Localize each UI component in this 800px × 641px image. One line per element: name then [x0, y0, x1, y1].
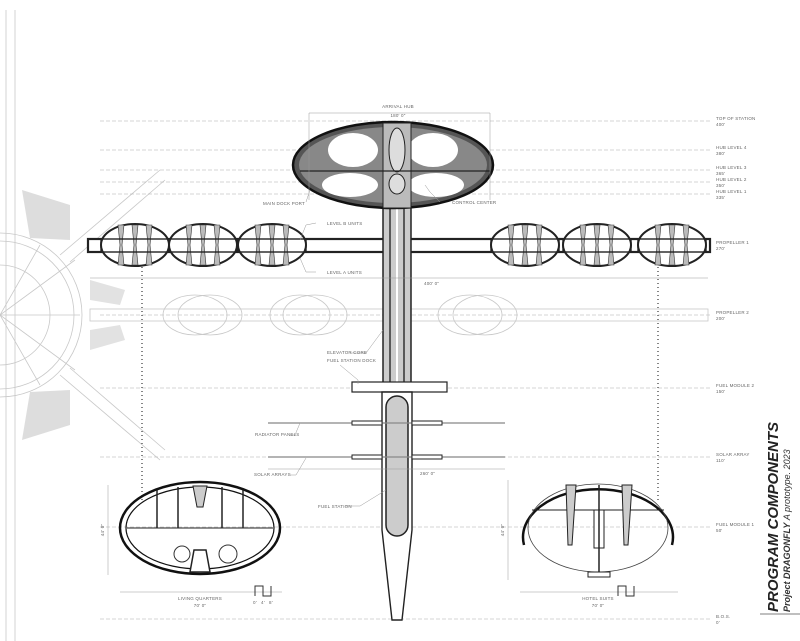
habitat-pod	[490, 223, 560, 267]
dim-living-height: 44' 0"	[100, 524, 105, 537]
drawing-title: PROGRAM COMPONENTS	[765, 421, 782, 612]
label-arrival-hub: ARRIVAL HUB	[382, 104, 414, 109]
habitat-pod	[637, 223, 707, 267]
leader-lines	[290, 184, 441, 507]
dim-arrival-hub: 180' 0"	[390, 113, 405, 118]
label-main-dock-port: MAIN DOCK PORT	[263, 201, 305, 206]
habitat-pod	[168, 223, 238, 267]
level-elevation: 50'	[716, 528, 722, 533]
fuel-station	[381, 391, 413, 621]
habitat-pod	[100, 223, 170, 267]
level-elevation: 335'	[716, 195, 725, 200]
level-elevation: 400'	[716, 122, 725, 127]
level-elevation: 365'	[716, 171, 725, 176]
dimension-lines	[90, 112, 708, 279]
dim-hotel-suits: 70' 0"	[592, 603, 605, 608]
propeller-1	[86, 223, 712, 267]
label-radiator-panels: RADIATOR PANELS	[255, 432, 300, 437]
level-elevation: 200'	[716, 316, 725, 321]
label-hotel-suits: HOTEL SUITS	[582, 596, 614, 601]
annotation-labels: ARRIVAL HUB 180' 0" MAIN DOCK PORT CONTR…	[100, 104, 614, 608]
dim-propeller: 400' 0"	[424, 281, 439, 286]
label-elevator-core: ELEVATOR CORE	[327, 350, 367, 355]
level-name: PROPELLER 1	[716, 240, 749, 245]
drawing-subtitle: Project DRAGONFLY A prototype. 2023	[782, 449, 793, 612]
label-level-a-units: LEVEL A UNITS	[327, 270, 362, 275]
label-fuel-station: FUEL STATION	[318, 504, 352, 509]
level-elevation: 270'	[716, 246, 725, 251]
scale-4: 4'	[261, 600, 265, 605]
ghost-wheel-background	[0, 10, 166, 641]
label-control-center: CONTROL CENTER	[452, 200, 497, 205]
level-name: PROPELLER 2	[716, 310, 749, 315]
level-name: FUEL MODULE 1	[716, 522, 754, 527]
arrival-hub	[291, 120, 495, 210]
dim-hotel-height: 44' 0"	[500, 524, 505, 537]
subtitle-suffix: A prototype. 2023	[782, 449, 792, 521]
scale-0: 0'	[253, 600, 257, 605]
label-fuel-station-dock: FUEL STATION DOCK	[327, 358, 376, 363]
label-solar-arrays: SOLAR ARRAYS	[254, 472, 291, 477]
subtitle-prefix: Project	[782, 581, 792, 612]
level-name: HUB LEVEL 2	[716, 177, 747, 182]
level-elevation: 380'	[716, 151, 725, 156]
habitat-pod	[562, 223, 632, 267]
dim-living-quarters: 70' 0"	[194, 603, 207, 608]
level-name: TOP OF STATION	[716, 116, 755, 121]
title-block: PROGRAM COMPONENTS Project DRAGONFLY A p…	[765, 421, 795, 612]
fuel-station-dock	[351, 381, 448, 393]
level-name: HUB LEVEL 3	[716, 165, 747, 170]
radiator-panels	[268, 420, 505, 426]
level-name: SOLAR ARRAY	[716, 452, 750, 457]
level-name: B.O.S.	[716, 614, 730, 619]
label-living-quarters: LIVING QUARTERS	[178, 596, 222, 601]
level-elevation: 110'	[716, 458, 725, 463]
solar-arrays	[268, 454, 505, 470]
hotel-suits-plan	[507, 480, 678, 597]
dim-solar: 260' 0"	[420, 471, 435, 476]
level-elevation: 0'	[716, 620, 720, 625]
living-quarters-plan	[107, 480, 282, 597]
level-name: HUB LEVEL 4	[716, 145, 747, 150]
habitat-pod	[237, 223, 307, 267]
level-name: HUB LEVEL 1	[716, 189, 747, 194]
subtitle-project: DRAGONFLY	[782, 522, 792, 579]
level-name: FUEL MODULE 2	[716, 383, 754, 388]
scale-8: 8'	[269, 600, 273, 605]
level-elevation: 150'	[716, 389, 725, 394]
level-elevation: 350'	[716, 183, 725, 188]
label-level-b-units: LEVEL B UNITS	[327, 221, 362, 226]
